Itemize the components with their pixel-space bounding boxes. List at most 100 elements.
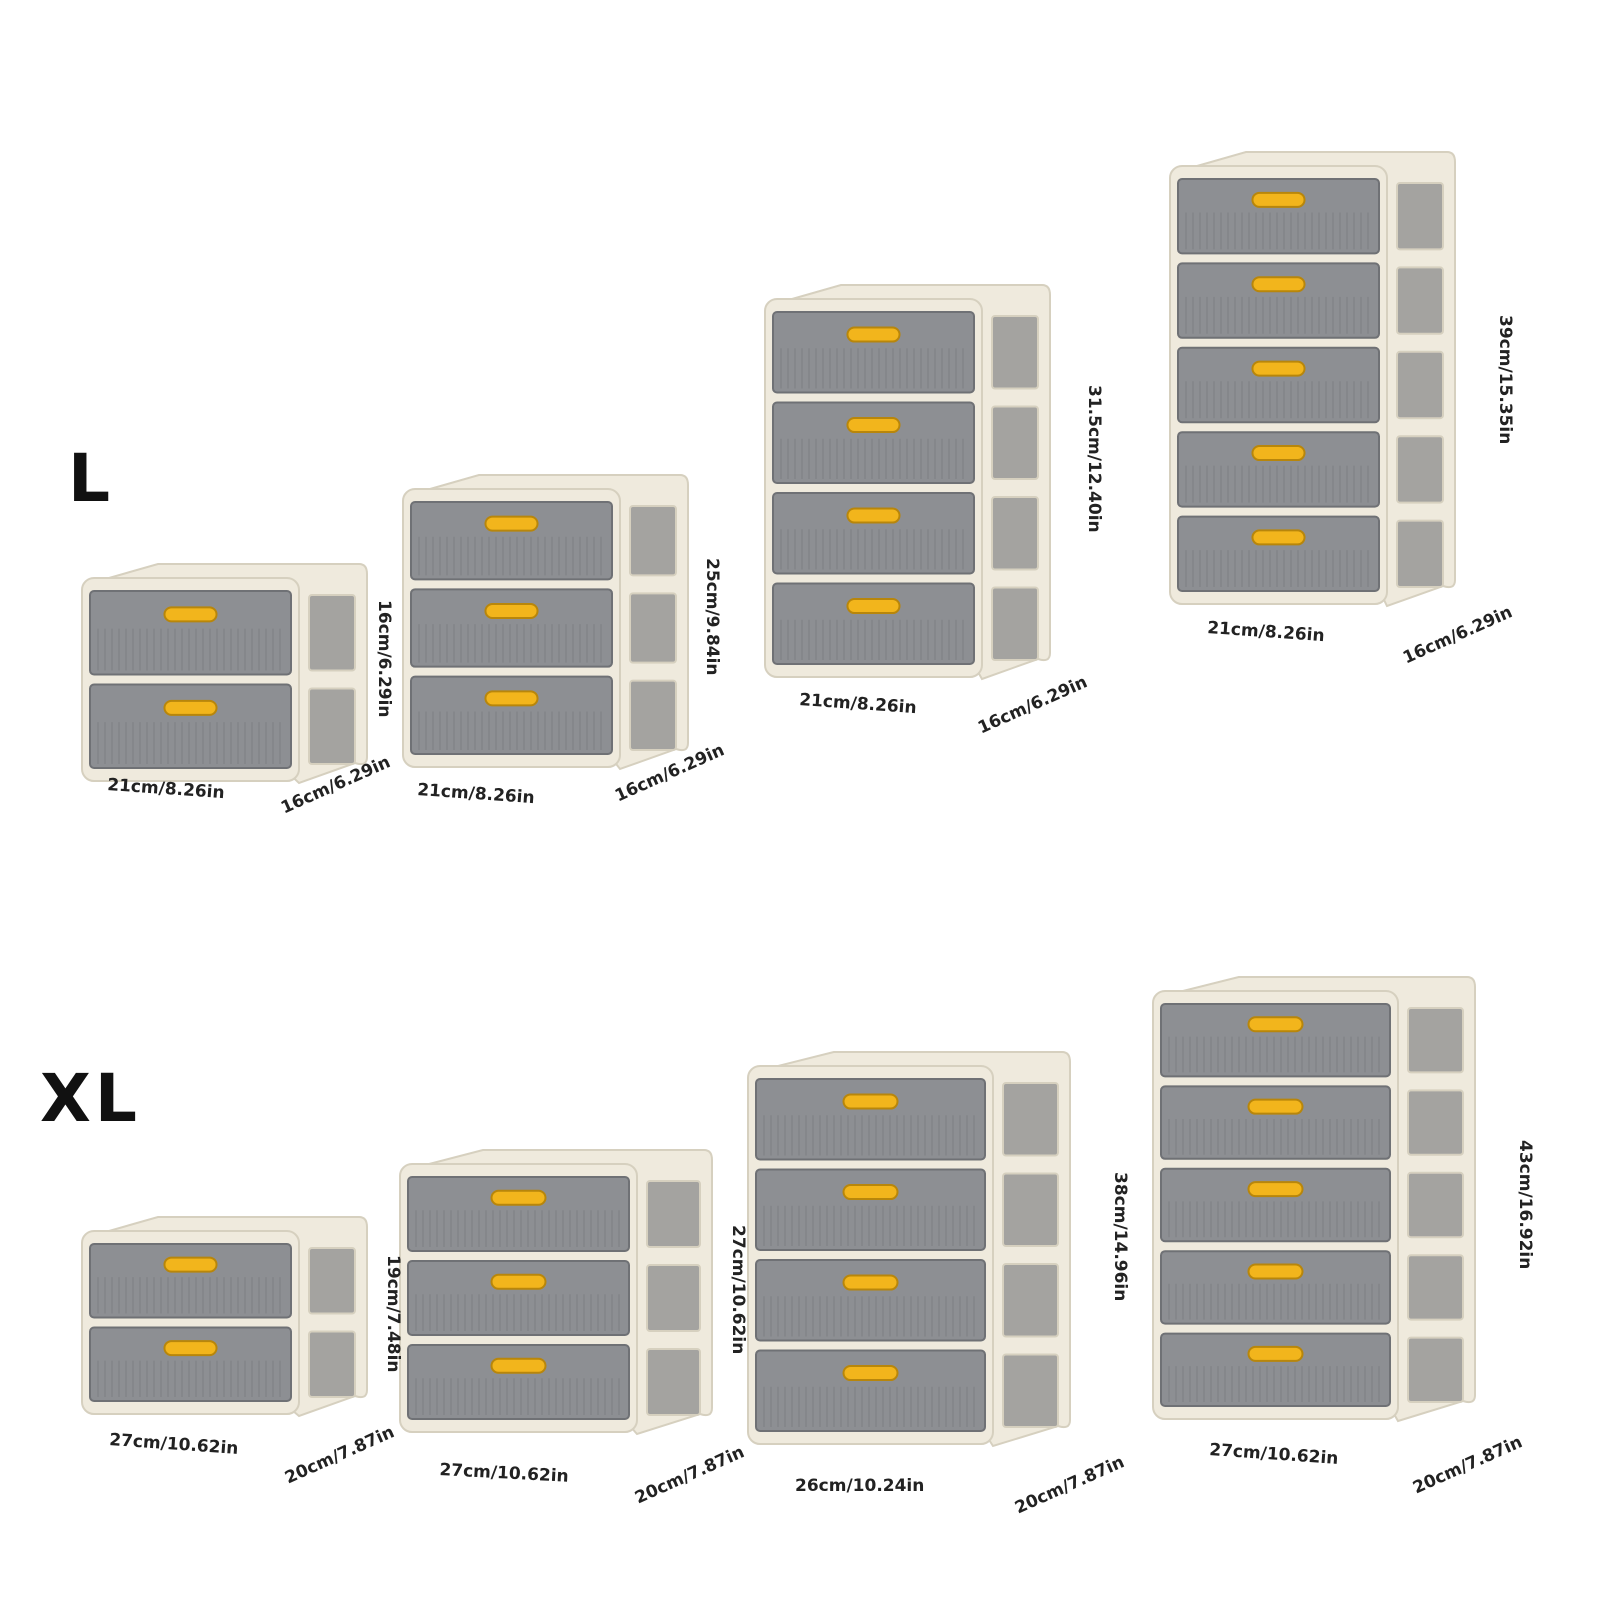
side-panel [1407,1171,1464,1239]
drawer [410,501,613,581]
height-label: 38cm/14.96in [1110,1172,1130,1302]
drawer [1160,1332,1391,1408]
drawer-handle [1251,360,1306,377]
drawer [755,1349,986,1432]
side-panel [308,1330,356,1398]
side-panel [991,496,1039,571]
width-label: 27cm/10.62in [438,1460,570,1487]
side-panel [991,586,1039,661]
width-label: 26cm/10.24in [795,1476,925,1496]
side-panel [646,1264,701,1332]
drawer [1177,178,1380,255]
drawer [1160,1250,1391,1325]
width-label: 27cm/10.62in [108,1430,240,1459]
drawer [410,588,613,668]
width-label: 21cm/8.26in [798,690,918,719]
drawer [1177,515,1380,593]
side-panel [1002,1082,1059,1157]
cabinet-drawing [81,1216,368,1418]
side-panel [1396,435,1444,504]
height-label: 19cm/7.48in [383,1255,403,1373]
cabinet-xl-2-drawer [81,1215,368,1420]
drawer [772,401,975,484]
cabinet-drawing [1169,151,1456,608]
drawer [1177,346,1380,424]
cabinet-xl-4-drawer [747,1050,1071,1450]
drawer-handle [1251,529,1306,546]
side-panel [1407,1336,1464,1404]
cabinet-xl-3-drawer [399,1148,713,1438]
drawer-handle [1247,1263,1304,1280]
side-panel [1002,1263,1059,1338]
drawer [89,1326,292,1402]
drawer-handle [1247,1181,1304,1198]
drawer-handle [846,326,901,343]
drawer [407,1260,630,1336]
side-panel [1407,1254,1464,1321]
side-panel [629,505,677,577]
cabinet-drawing [747,1051,1071,1448]
drawer-handle [842,1184,899,1201]
height-label: 43cm/16.92in [1515,1140,1535,1270]
cabinet-drawing [1152,976,1476,1423]
drawer [1160,1003,1391,1078]
height-label: 31.5cm/12.40in [1084,385,1104,533]
side-panel [1396,519,1444,589]
side-panel [991,315,1039,390]
drawer-handle [163,1340,218,1357]
cabinet-l-3-drawer [402,473,689,773]
drawer-handle [490,1357,547,1374]
cabinet-xl-5-drawer [1152,975,1476,1425]
drawer-handle [1247,1345,1304,1362]
side-panel [1407,1007,1464,1074]
drawer-handle [1251,276,1306,293]
drawer [772,311,975,394]
depth-label: 20cm/7.87in [1410,1432,1526,1499]
drawer-handle [163,606,218,623]
drawer-handle [484,602,539,619]
side-panel [308,687,356,765]
side-panel [1396,350,1444,420]
height-label: 39cm/15.35in [1495,315,1515,445]
depth-label: 16cm/6.29in [1400,602,1516,669]
drawer [755,1078,986,1161]
cabinet-l-4-drawer [764,283,1051,683]
side-panel [1002,1353,1059,1428]
drawer-handle [1247,1098,1304,1115]
side-panel [991,405,1039,480]
side-panel [1002,1172,1059,1247]
side-panel [1407,1089,1464,1156]
drawer-handle [842,1365,899,1382]
drawer [755,1259,986,1342]
drawer-handle [846,598,901,615]
depth-label: 20cm/7.87in [632,1442,748,1509]
cabinet-l-2-drawer [81,562,368,787]
drawer [407,1344,630,1420]
drawer-handle [490,1273,547,1290]
drawer-handle [484,690,539,707]
drawer-handle [1247,1016,1304,1033]
cabinet-drawing [399,1149,713,1436]
side-panel [308,594,356,672]
side-panel [646,1348,701,1416]
drawer-handle [842,1274,899,1291]
drawer [89,683,292,769]
drawer-handle [846,417,901,434]
width-label: 21cm/8.26in [1206,618,1326,647]
size-label-l: L [68,440,115,517]
drawer-handle [846,507,901,524]
cabinet-drawing [402,474,689,771]
side-panel [1396,266,1444,335]
cabinet-drawing [81,563,368,785]
width-label: 27cm/10.62in [1208,1440,1340,1469]
drawer [755,1168,986,1251]
depth-label: 20cm/7.87in [1012,1452,1128,1519]
drawer [407,1176,630,1252]
drawer [410,675,613,756]
height-label: 25cm/9.84in [702,558,722,676]
side-panel [629,592,677,664]
drawer-handle [163,1256,218,1273]
size-label-xl: XL [40,1060,141,1137]
side-panel [308,1247,356,1315]
side-panel [646,1180,701,1248]
